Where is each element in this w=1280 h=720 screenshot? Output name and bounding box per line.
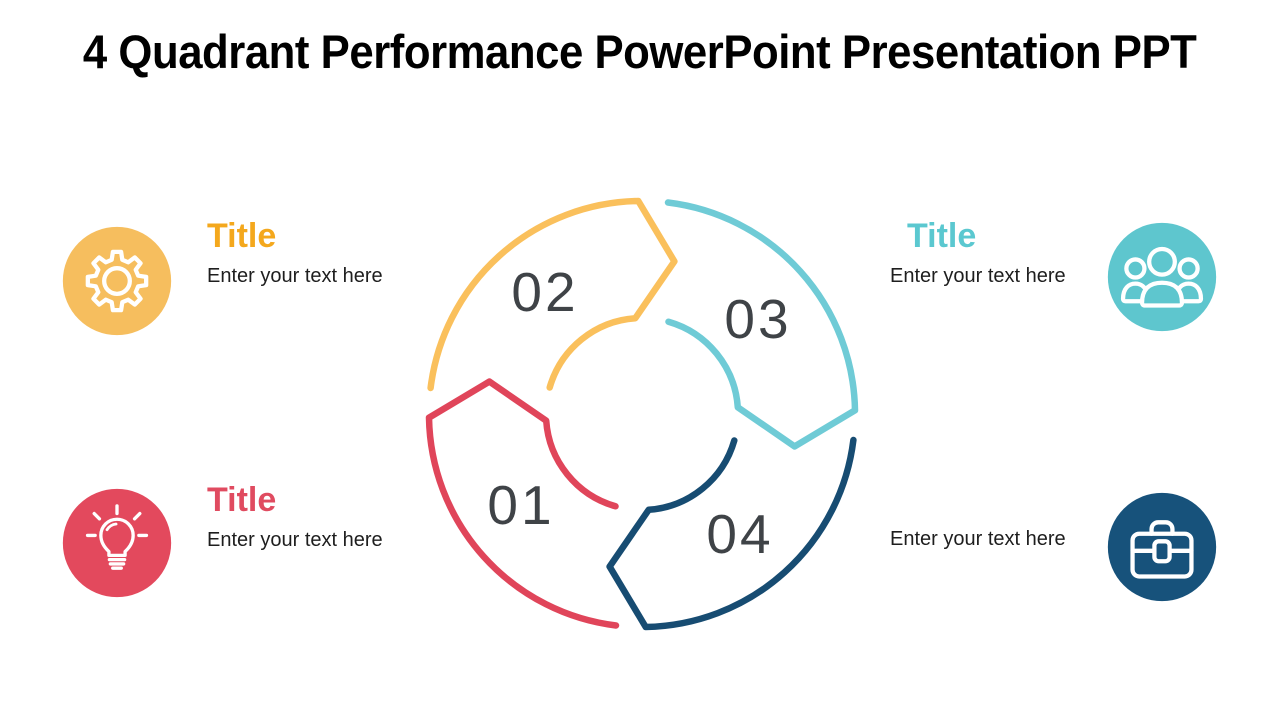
cycle-diagram: 01 02 03 04 bbox=[425, 197, 859, 631]
icon-circle-bottom-left bbox=[62, 488, 172, 598]
section-bottom-right: Enter your text here bbox=[890, 527, 1220, 551]
section-top-right: Title Enter your text here bbox=[890, 214, 1220, 288]
section-bottom-left: Title Enter your text here bbox=[207, 478, 537, 552]
briefcase-glyph bbox=[1130, 520, 1194, 579]
team-glyph bbox=[1120, 246, 1204, 308]
section-title: Title bbox=[207, 481, 277, 519]
section-body-placeholder: Enter your text here bbox=[890, 265, 1066, 287]
step-number-03: 03 bbox=[724, 288, 791, 350]
segment-03 bbox=[664, 199, 859, 450]
slide-title: 4 Quadrant Performance PowerPoint Presen… bbox=[0, 24, 1280, 79]
slide-title-text: 4 Quadrant Performance PowerPoint Presen… bbox=[83, 25, 1197, 78]
briefcase-icon bbox=[1107, 492, 1217, 602]
icon-circle-top-left bbox=[62, 226, 172, 336]
section-body-placeholder: Enter your text here bbox=[207, 265, 383, 287]
step-number-01: 01 bbox=[487, 474, 554, 536]
lightbulb-icon bbox=[62, 488, 172, 598]
segment-01 bbox=[425, 378, 620, 629]
gear-icon bbox=[62, 226, 172, 336]
gear-glyph bbox=[85, 249, 149, 313]
segment-04 bbox=[606, 436, 857, 631]
team-icon bbox=[1107, 222, 1217, 332]
lightbulb-glyph bbox=[85, 504, 149, 570]
step-number-04: 04 bbox=[706, 503, 773, 565]
section-top-left: Title Enter your text here bbox=[207, 214, 537, 288]
step-number-02: 02 bbox=[511, 261, 578, 323]
section-title: Title bbox=[907, 217, 977, 255]
section-body-placeholder: Enter your text here bbox=[890, 528, 1066, 550]
section-title: Title bbox=[207, 217, 277, 255]
segment-02 bbox=[427, 197, 678, 392]
section-body-placeholder: Enter your text here bbox=[207, 529, 383, 551]
icon-circle-top-right bbox=[1107, 222, 1217, 332]
